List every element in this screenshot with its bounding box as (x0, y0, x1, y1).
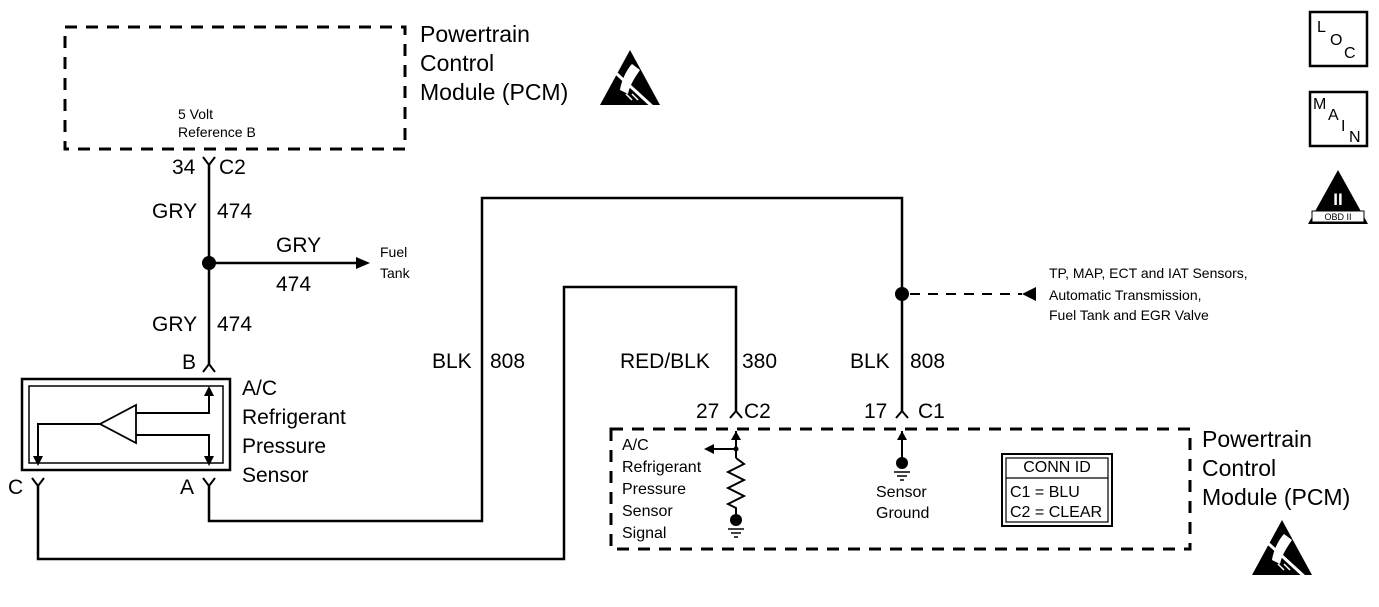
sensor-name-line-4: Sensor (242, 464, 309, 487)
pcm-ground-connector: C1 (918, 400, 945, 423)
signal-label-line-2: Refrigerant (622, 459, 702, 476)
esd-warning-icon (1252, 520, 1312, 580)
ground-label-line-1: Sensor (876, 484, 927, 501)
sensor-pin-c: C (8, 476, 23, 499)
branch-arrow-icon (356, 257, 370, 269)
pcm-top-ref-line-1: 5 Volt (178, 106, 213, 122)
svg-text:A: A (1328, 107, 1339, 124)
signal-left-arrow-icon (704, 444, 714, 454)
svg-text:C: C (1344, 45, 1356, 62)
wire-blk-left-color: BLK (432, 350, 472, 373)
amplifier-icon (98, 403, 137, 445)
blk-808-wire-loop (207, 196, 904, 523)
sensor-name-line-3: Pressure (242, 435, 326, 458)
sensor-name-line-2: Refrigerant (242, 406, 346, 429)
pullup-resistor-icon (725, 457, 747, 514)
fuel-tank-line-2: Tank (380, 265, 411, 281)
ground-note-line-2: Automatic Transmission, (1049, 287, 1202, 303)
ground-note-line-3: Fuel Tank and EGR Valve (1049, 307, 1209, 323)
sensor-ground-dot (896, 457, 908, 469)
sensor-inner-box (28, 385, 224, 464)
svg-text:O: O (1330, 32, 1342, 49)
ground-icon (728, 528, 744, 538)
esd-warning-icon (600, 50, 660, 110)
ground-up-arrow-icon (897, 431, 907, 440)
svg-text:OBD II: OBD II (1324, 212, 1351, 222)
conn-id-table (1001, 453, 1113, 527)
sensor-left-line (37, 423, 100, 460)
wire-blk-right-circuit: 808 (910, 350, 945, 373)
pcm-bottom-box (609, 427, 1192, 551)
signal-up-arrow-icon (731, 431, 741, 440)
splice-blk (895, 287, 909, 301)
conn-id-row-2: C2 = CLEAR (1010, 504, 1102, 521)
conn-id-title: CONN ID (1023, 459, 1091, 476)
sensor-box (20, 377, 232, 472)
conn-id-row-1: C1 = BLU (1010, 484, 1080, 501)
signal-label-line-4: Sensor (622, 503, 673, 520)
ground-note-line-1: TP, MAP, ECT and IAT Sensors, (1049, 265, 1248, 281)
sensor-down-line (136, 434, 210, 460)
sensor-out-line (136, 392, 210, 414)
pcm-top-pin: 34 (172, 156, 196, 179)
pcm-signal-connector: C2 (744, 400, 771, 423)
pcm-top-title-line-3: Module (PCM) (420, 79, 568, 105)
svg-text:M: M (1313, 96, 1326, 113)
signal-ground-dot (730, 514, 742, 526)
svg-text:I: I (1341, 118, 1345, 135)
fuel-tank-line-1: Fuel (380, 244, 407, 260)
pcm-top-ref-line-2: Reference B (178, 124, 256, 140)
sensor-down-arrow-icon (204, 456, 214, 466)
signal-label-line-5: Signal (622, 525, 666, 542)
pcm-bottom-title-line-1: Powertrain (1202, 426, 1312, 452)
svg-text:L: L (1317, 19, 1326, 36)
wire-signal-color: RED/BLK (620, 350, 710, 373)
connector-c (31, 477, 45, 488)
connector-b (202, 362, 216, 373)
ground-link-arrow-icon (1022, 287, 1036, 301)
wire-lower-color: GRY (152, 313, 197, 336)
connector-a (202, 477, 216, 488)
main-icon: M A I N (1308, 90, 1369, 148)
sensor-pin-a: A (180, 476, 194, 499)
connector-27-c2 (729, 409, 743, 419)
sensor-up-arrow-icon (204, 386, 214, 396)
wire-branch-circuit: 474 (276, 273, 311, 296)
pcm-top-connector: C2 (219, 156, 246, 179)
wire-lower-circuit: 474 (217, 313, 252, 336)
ground-icon (894, 471, 910, 481)
connector-34-c2 (202, 156, 216, 167)
pcm-bottom-title-line-3: Module (PCM) (1202, 484, 1350, 510)
pcm-top-title-line-2: Control (420, 50, 494, 76)
connector-17-c1 (895, 409, 909, 419)
svg-text:II: II (1333, 190, 1342, 209)
signal-label-line-1: A/C (622, 437, 649, 454)
wire-upper-color: GRY (152, 200, 197, 223)
red-blk-380-wire (36, 285, 738, 561)
sensor-left-arrow-icon (33, 456, 43, 466)
wire-blk-right-color: BLK (850, 350, 890, 373)
svg-text:N: N (1349, 129, 1361, 146)
pcm-top-box (63, 25, 407, 151)
sensor-name-line-1: A/C (242, 377, 277, 400)
wire-blk-left-circuit: 808 (490, 350, 525, 373)
loc-icon: L O C (1308, 10, 1369, 68)
wire-upper-circuit: 474 (217, 200, 252, 223)
signal-label-line-3: Pressure (622, 481, 686, 498)
pcm-ground-pin: 17 (864, 400, 887, 423)
pcm-signal-pin: 27 (696, 400, 719, 423)
pcm-bottom-title-line-2: Control (1202, 455, 1276, 481)
wire-signal-circuit: 380 (742, 350, 777, 373)
wire-branch-color: GRY (276, 234, 321, 257)
pcm-top-title-line-1: Powertrain (420, 21, 530, 47)
ground-label-line-2: Ground (876, 505, 929, 522)
obd-ii-icon: II OBD II (1308, 170, 1368, 224)
sensor-pin-b: B (182, 351, 196, 374)
